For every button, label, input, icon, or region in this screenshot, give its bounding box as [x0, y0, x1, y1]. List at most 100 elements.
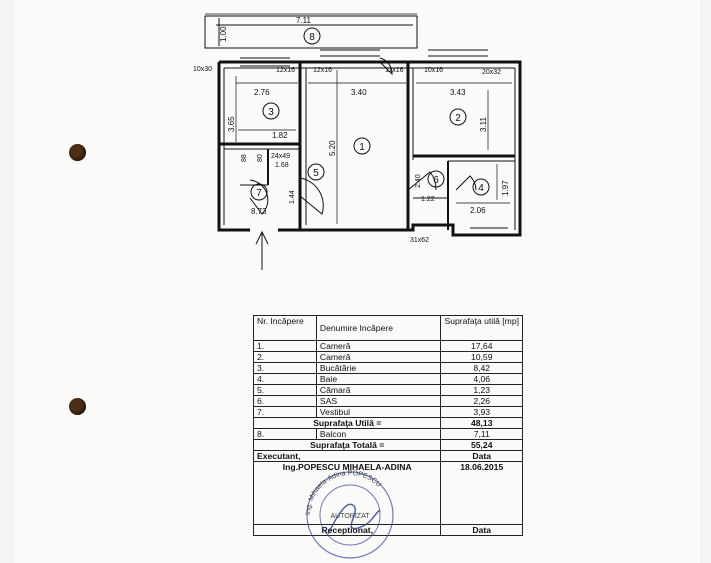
- dim-11x16: 11x16: [385, 67, 404, 74]
- dim-340: 3.40: [351, 88, 367, 97]
- room-marker-7: 7: [250, 183, 268, 201]
- svg-text:1: 1: [359, 142, 365, 153]
- table-row: 2. Cameră 10,59: [253, 351, 523, 363]
- header-area: Suprafaţa utilă [mp]: [440, 315, 523, 341]
- dim-197: 1.97: [501, 180, 510, 196]
- dim-206: 2.06: [470, 206, 486, 215]
- dim-12x16b: 12x16: [313, 67, 332, 74]
- table-row: 6. SAS 2,26: [253, 395, 523, 407]
- receptionat-date-label: Data: [440, 524, 523, 536]
- header-room-name: Denumire Incăpere: [315, 315, 442, 341]
- total-area-label: Suprafaţa Totală =: [252, 439, 442, 451]
- room-marker-5: 5: [307, 163, 325, 181]
- room-area: 3,93: [440, 406, 523, 418]
- total-area-row: Suprafaţa Totală = 55,24: [252, 439, 523, 451]
- svg-text:3: 3: [268, 107, 274, 118]
- room-number: 5.: [253, 384, 317, 396]
- dim-520: 5.20: [328, 140, 337, 156]
- room-area: 1,23: [440, 384, 523, 396]
- table-row: 7. Vestibul 3,93: [253, 406, 523, 418]
- room-area-table: Nr. Incăpere Denumire Incăpere Suprafaţa…: [252, 315, 523, 536]
- room-area: 7,11: [440, 428, 523, 440]
- room-name: SAS: [315, 395, 442, 407]
- useful-area-label: Suprafaţa Utilă =: [252, 417, 442, 429]
- room-area: 4,06: [440, 373, 523, 385]
- room-area: 8,42: [440, 362, 523, 374]
- room-marker-3: 3: [262, 102, 280, 120]
- dim-31x62: 31x62: [410, 237, 429, 244]
- dim-365: 3.65: [227, 116, 236, 132]
- room-number: 4.: [253, 373, 317, 385]
- stamp-center-text: AUTORIZAT: [330, 513, 370, 520]
- svg-text:6: 6: [433, 175, 439, 186]
- dim-10x16: 10x16: [424, 67, 443, 74]
- room-name: Vestibul: [315, 406, 442, 418]
- dim-182: 1.82: [272, 131, 288, 140]
- signature-scribble: [327, 503, 381, 535]
- svg-text:7: 7: [256, 188, 262, 199]
- room-number: 6.: [253, 395, 317, 407]
- dim-24x49: 24x49: [271, 153, 290, 160]
- room-name: Cameră: [315, 351, 442, 363]
- executant-signature-row: Ing.POPESCU MIHAELA-ADINA 18.06.2015: [252, 461, 523, 525]
- room-number: 1.: [253, 340, 317, 352]
- room-name: Cameră: [315, 340, 442, 352]
- dim-20x32: 20x32: [482, 69, 501, 76]
- dim-276: 2.76: [254, 88, 270, 97]
- dim-240: 2.40: [415, 174, 422, 188]
- table-row: 1. Cameră 17,64: [253, 340, 523, 352]
- dim-873: 8.73: [251, 207, 267, 216]
- receptionat-label: Receptionat,: [252, 524, 442, 536]
- room-name: Cămară: [315, 384, 442, 396]
- dim-10x30: 10x30: [193, 66, 212, 73]
- room-number: 8.: [253, 428, 317, 440]
- room-number: 3.: [253, 362, 317, 374]
- floor-plan: 7.11 1.00 10x30 12x16 12x16 11x16 10x16 …: [193, 13, 522, 270]
- executant-row: Executant, Data: [252, 450, 523, 462]
- room-number: 2.: [253, 351, 317, 363]
- balcony-outline: [204, 15, 418, 49]
- table-row: 3. Bucătărie 8,42: [253, 362, 523, 374]
- dim-168: 1.68: [275, 162, 289, 169]
- room-marker-8: 8: [303, 27, 321, 45]
- table-row: 5. Cămară 1,23: [253, 384, 523, 396]
- svg-text:4: 4: [478, 183, 484, 194]
- room-area: 17,64: [440, 340, 523, 352]
- dim-144: 1.44: [289, 190, 296, 204]
- executant-label: Executant,: [252, 450, 442, 462]
- useful-area-value: 48,13: [440, 417, 523, 429]
- room-marker-6: 6: [427, 170, 445, 188]
- authorization-stamp: Ing. Mihaela-Adina POPESCU AUTORIZAT: [305, 470, 394, 559]
- room-name: Baie: [315, 373, 442, 385]
- dim-top: 7.11: [296, 16, 312, 25]
- dim-311: 3.11: [479, 116, 488, 132]
- dim-80: 80: [257, 154, 264, 162]
- room-area: 10,59: [440, 351, 523, 363]
- svg-text:2: 2: [455, 113, 461, 124]
- svg-text:5: 5: [313, 168, 319, 179]
- room-name: Bucătărie: [315, 362, 442, 374]
- room-number: 7.: [253, 406, 317, 418]
- total-area-value: 55,24: [440, 439, 523, 451]
- table-row: 4. Baie 4,06: [253, 373, 523, 385]
- dim-balcony-height: 1.00: [219, 26, 228, 42]
- dim-12x16a: 12x16: [276, 67, 295, 74]
- dim-122: 1.22: [421, 196, 435, 203]
- useful-area-row: Suprafaţa Utilă = 48,13: [252, 417, 523, 429]
- room-marker-4: 4: [472, 178, 490, 196]
- executant-date: 18.06.2015: [440, 461, 523, 525]
- balcony-row: 8. Balcon 7,11: [253, 428, 523, 440]
- dim-343: 3.43: [450, 88, 466, 97]
- punch-hole-bottom: [69, 398, 86, 415]
- room-marker-2: 2: [449, 108, 467, 126]
- executant-date-label: Data: [440, 450, 523, 462]
- receptionat-row: Receptionat, Data: [252, 524, 523, 536]
- room-marker-1: 1: [353, 137, 371, 155]
- punch-hole-top: [69, 144, 86, 161]
- room-area: 2,26: [440, 395, 523, 407]
- header-room-number: Nr. Incăpere: [253, 315, 317, 341]
- svg-text:8: 8: [309, 32, 315, 43]
- dim-88: 88: [241, 154, 248, 162]
- room-name: Balcon: [315, 428, 442, 440]
